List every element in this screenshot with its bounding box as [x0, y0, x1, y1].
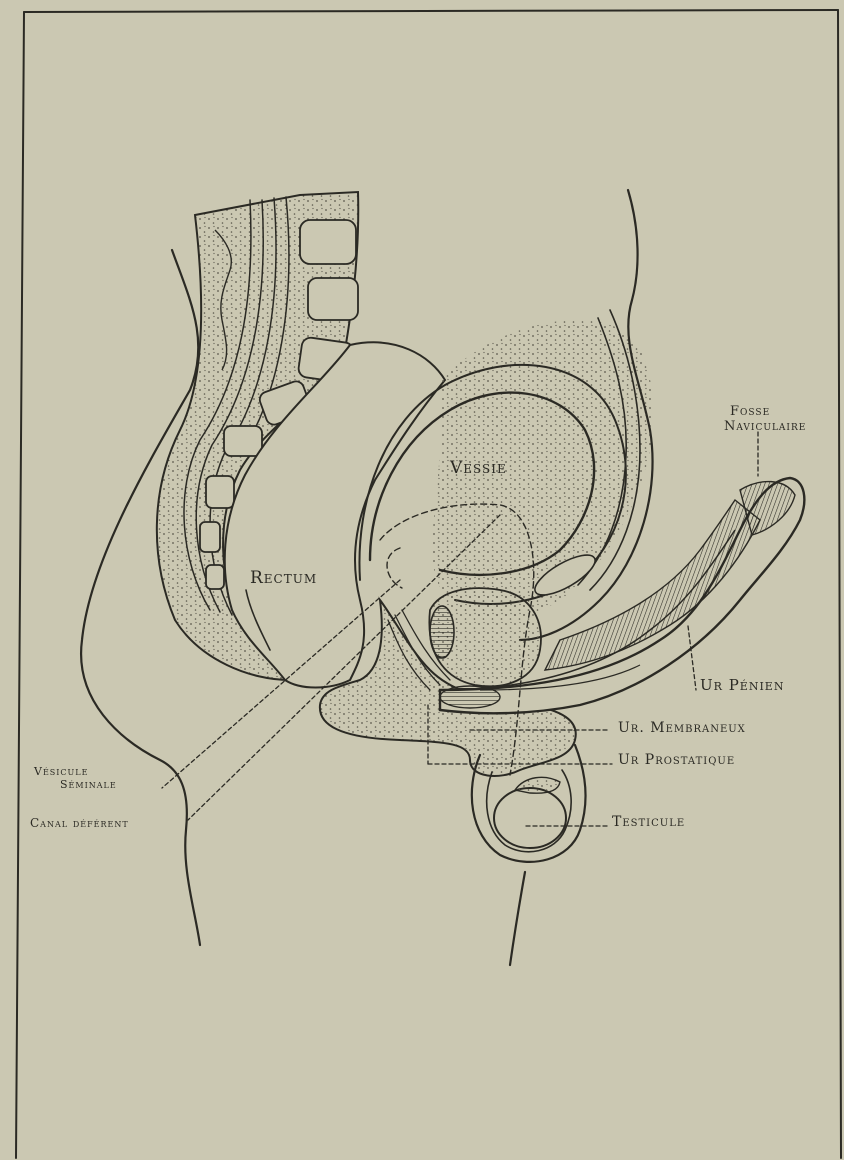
- label-ur-membraneux: Ur. Membraneux: [618, 720, 746, 736]
- label-fosse-naviculaire: Fosse Naviculaire: [724, 404, 806, 434]
- prostate: [429, 588, 541, 686]
- label-canal-deferent: Canal déférent: [30, 816, 129, 830]
- testicle: [494, 788, 566, 848]
- label-testicule: Testicule: [612, 814, 685, 830]
- label-vesicule-seminale: Vésicule Séminale: [34, 765, 117, 791]
- thigh-outline: [510, 872, 525, 965]
- label-rectum: Rectum: [250, 568, 317, 588]
- label-ur-penien: Ur Pénien: [700, 676, 784, 694]
- label-ur-prostatique: Ur Prostatique: [618, 752, 735, 768]
- label-vessie: Vessie: [450, 458, 507, 478]
